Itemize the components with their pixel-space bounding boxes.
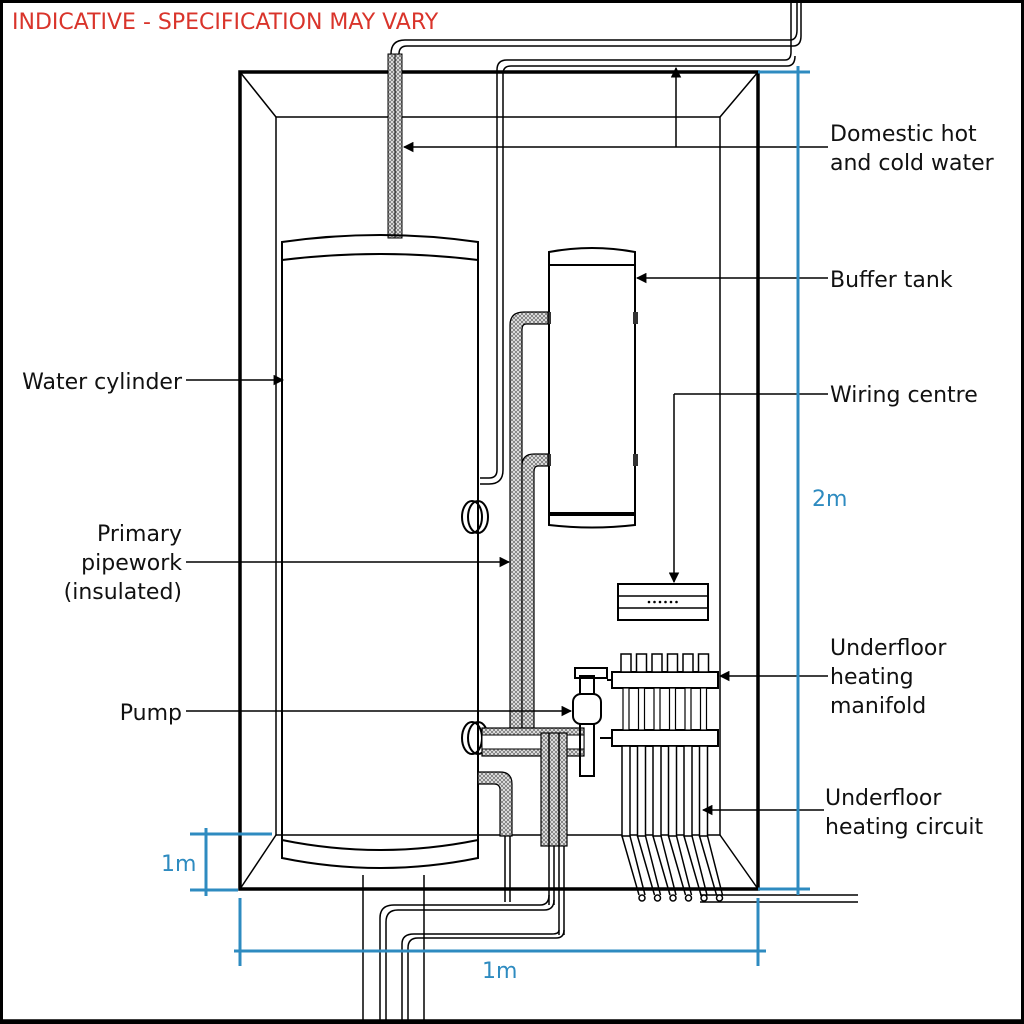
indicator-dot: [675, 600, 678, 604]
ufh-circuit-end: [715, 894, 724, 902]
water-cylinder: [281, 234, 489, 1021]
ufh-circuit-bend: [698, 835, 724, 896]
ufh-circuit-end: [700, 894, 708, 902]
floor-lines: [3, 894, 1021, 1023]
ufh-circuit-bend: [621, 835, 646, 896]
dimension-lines: [190, 66, 810, 966]
manifold-flow-meter: [651, 653, 663, 673]
label-ufh-manifold-line2: heating: [830, 665, 914, 690]
label-water-cylinder: Water cylinder: [22, 370, 183, 395]
domestic-water-pipes: [387, 3, 802, 485]
ufh-circuit-pipe: [667, 745, 678, 837]
manifold-flow-meter: [666, 653, 679, 673]
buffer-tank: [546, 247, 638, 529]
dimension-width-label: 1m: [482, 959, 517, 984]
indicator-dot: [664, 600, 667, 604]
ufh-circuit-end: [638, 894, 646, 902]
ufh-circuit-bend: [652, 835, 677, 896]
room-enclosure: [238, 70, 760, 891]
ufh-circuits: [621, 745, 724, 902]
label-ufh-manifold-line1: Underfloor: [830, 636, 947, 661]
label-wiring-centre: Wiring centre: [830, 383, 978, 408]
ufh-circuit-pipe: [621, 745, 631, 837]
ufh-manifold: [600, 653, 719, 747]
indicator-dot: [658, 600, 662, 604]
ufh-circuit-end: [669, 894, 677, 902]
ufh-circuit-pipe: [698, 745, 709, 837]
label-domestic-water-line1: Domestic hot: [830, 122, 977, 147]
ufh-circuit-pipe: [636, 745, 647, 837]
primary-pipework: [379, 311, 585, 1021]
label-primary-pipework-line2: pipework: [81, 551, 182, 576]
manifold-flow-meter: [697, 653, 710, 673]
label-ufh-circuit-line1: Underfloor: [825, 786, 942, 811]
dimension-depth-label: 1m: [161, 852, 196, 877]
manifold-port: [653, 687, 661, 731]
manifold-flow-meter: [682, 653, 694, 673]
manifold-flow-meter: [635, 653, 648, 673]
immersion-boss-upper: [461, 500, 483, 534]
label-pump: Pump: [120, 701, 182, 726]
indicator-dot: [669, 600, 673, 604]
label-ufh-circuit-line2: heating circuit: [825, 815, 984, 840]
ufh-circuit-bend: [667, 835, 693, 896]
manifold-port: [699, 687, 708, 731]
manifold-port: [622, 687, 630, 731]
ufh-circuit-end: [653, 894, 662, 902]
manifold-port: [637, 687, 646, 731]
manifold-port: [668, 687, 677, 731]
ufh-circuit-pipe: [652, 745, 662, 837]
warning-banner: INDICATIVE - SPECIFICATION MAY VARY: [12, 10, 439, 35]
label-primary-pipework-line3: (insulated): [64, 580, 182, 605]
label-buffer-tank: Buffer tank: [830, 268, 953, 293]
indicator-dot: [647, 600, 651, 604]
pump: [572, 667, 608, 777]
manifold-flow-meter: [620, 653, 632, 673]
ufh-circuit-pipe: [683, 745, 693, 837]
indicator-dot: [653, 600, 656, 604]
ufh-circuit-bend: [636, 835, 662, 896]
ufh-circuit-end: [684, 894, 693, 902]
label-primary-pipework-line1: Primary: [97, 522, 182, 547]
label-ufh-manifold-line3: manifold: [830, 694, 926, 719]
ufh-circuit-bend: [683, 835, 708, 896]
manifold-port: [684, 687, 692, 731]
dimension-height-label: 2m: [812, 487, 847, 512]
leader-lines: [186, 66, 828, 816]
wiring-centre: [617, 583, 709, 621]
label-domestic-water-line2: and cold water: [830, 151, 995, 176]
